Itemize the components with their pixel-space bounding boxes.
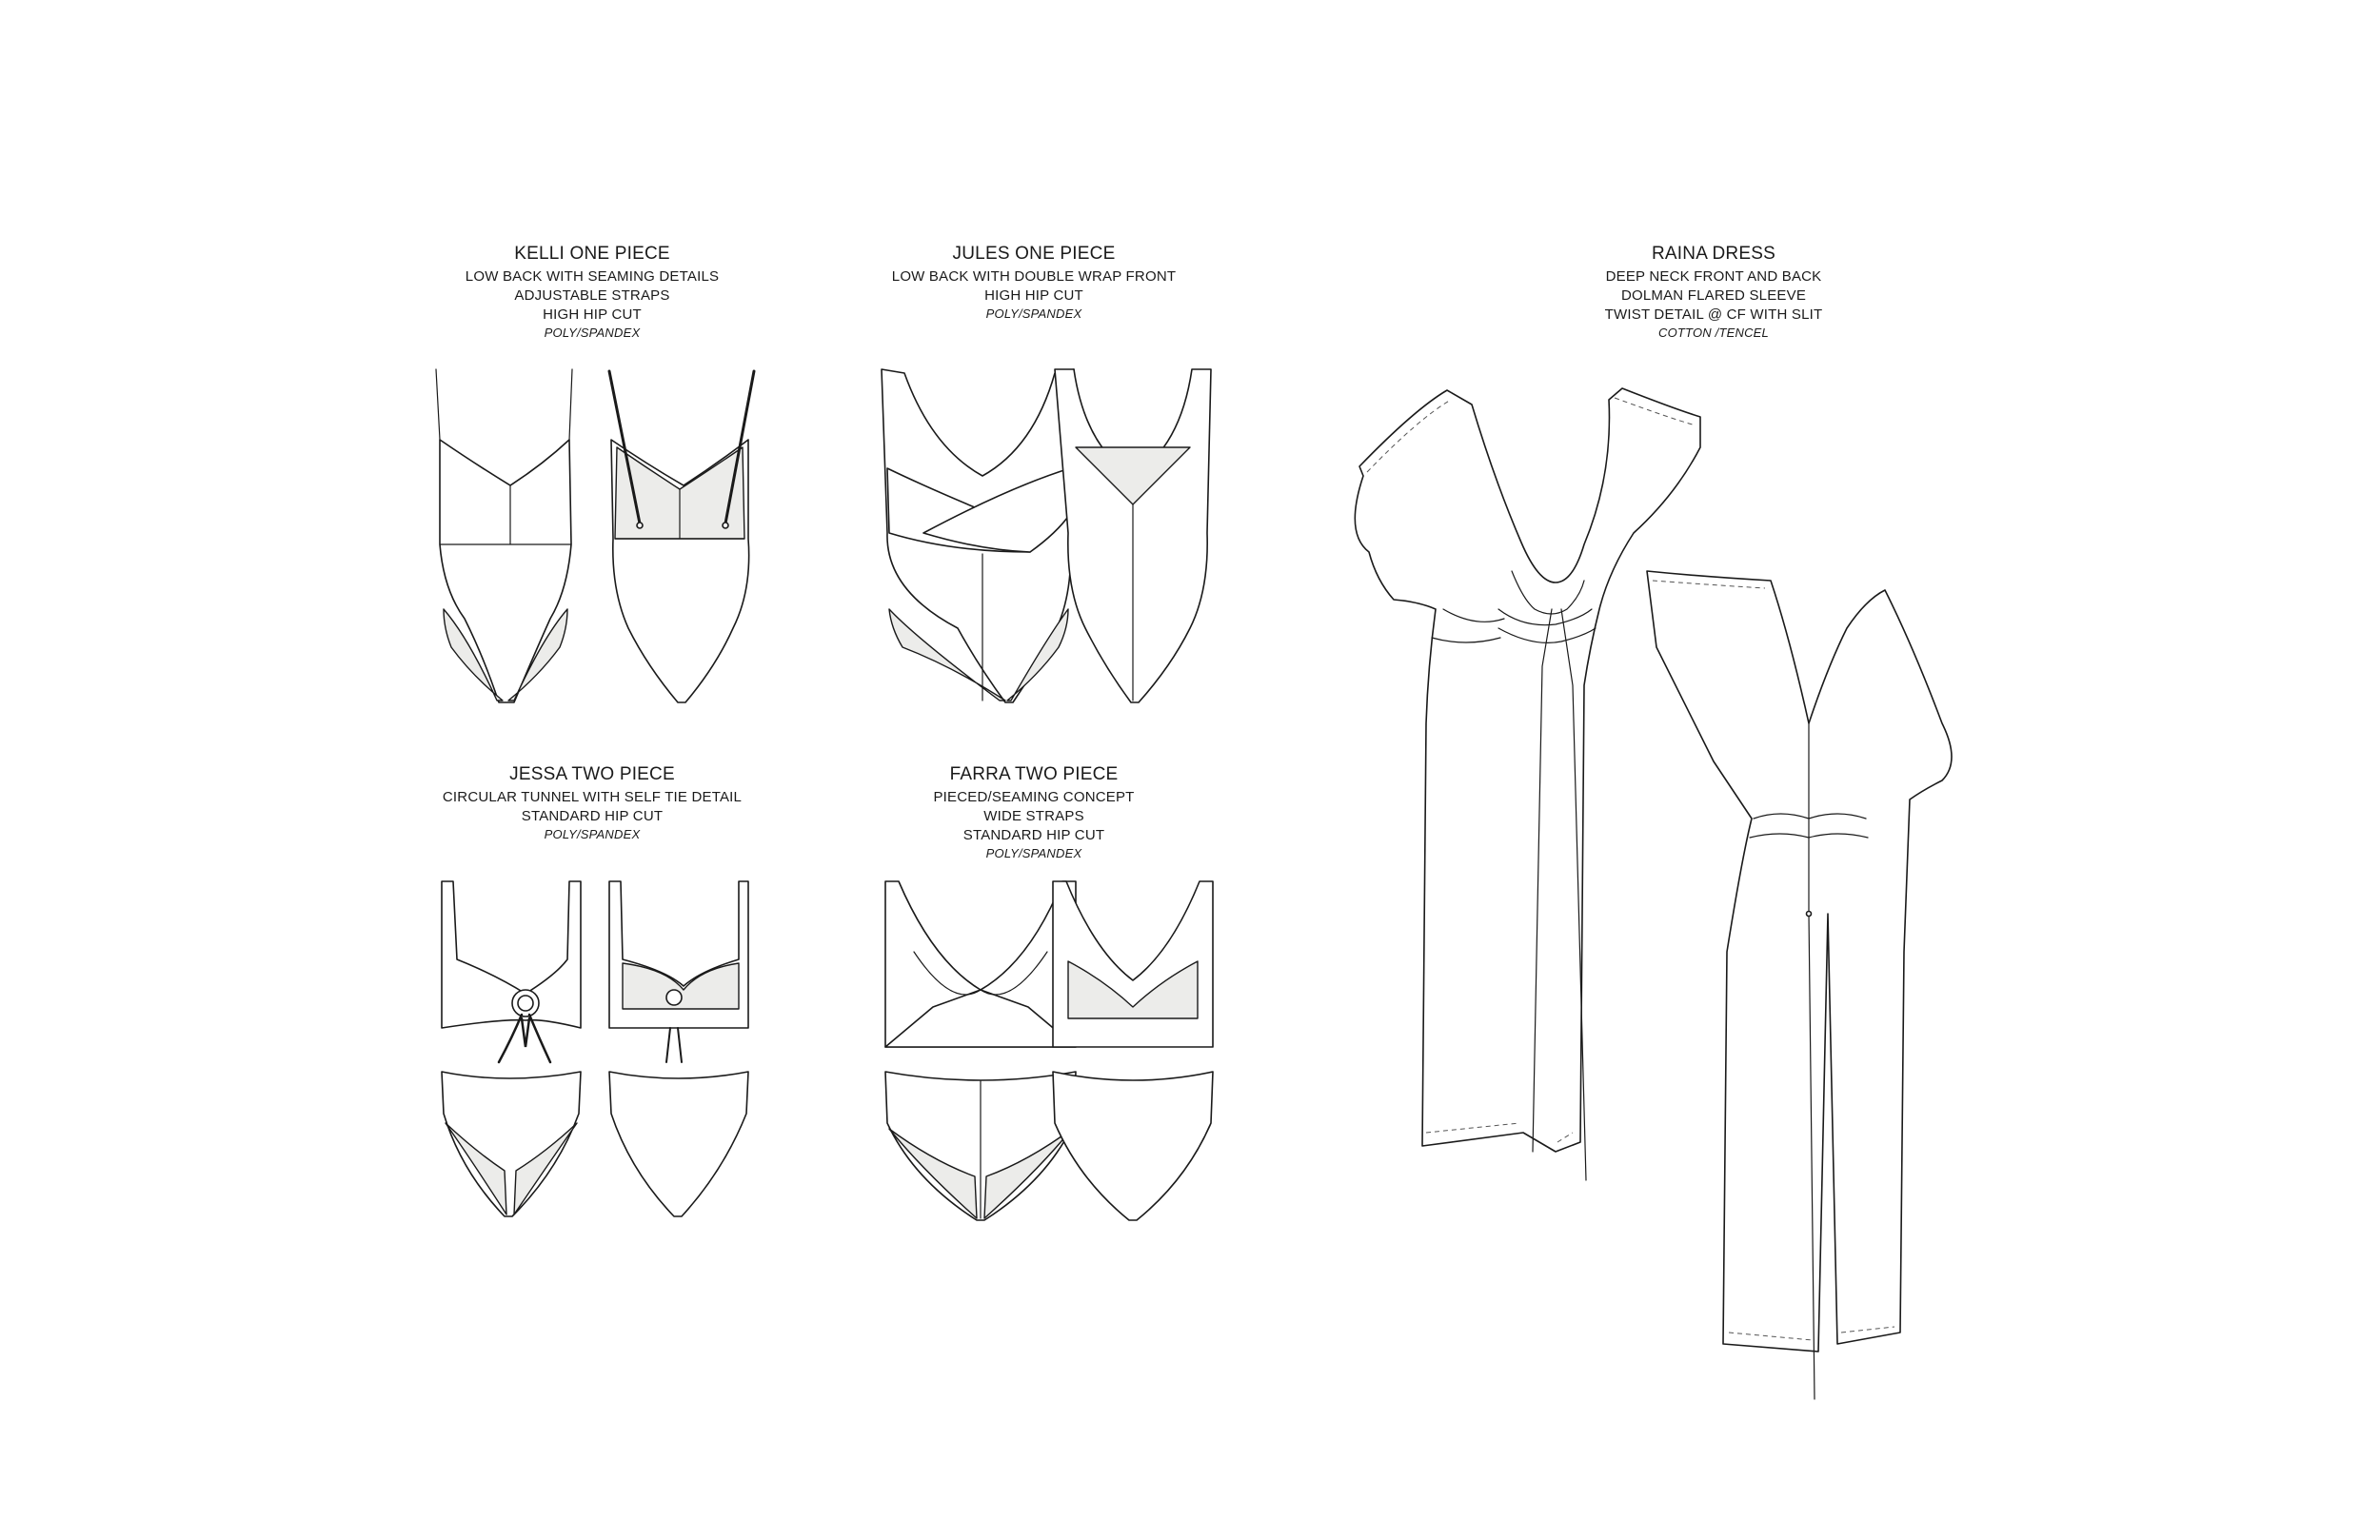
caption-material: POLY/SPANDEX — [544, 326, 641, 340]
caption-line: CIRCULAR TUNNEL WITH SELF TIE DETAIL — [442, 789, 743, 805]
caption-line: ADJUSTABLE STRAPS — [514, 287, 670, 304]
caption-jules: JULES ONE PIECE LOW BACK WITH DOUBLE WRA… — [892, 243, 1176, 323]
jessa-bottom-back-sketch — [608, 1071, 749, 1217]
caption-line: LOW BACK WITH DOUBLE WRAP FRONT — [891, 268, 1177, 285]
farra-bottom-front-sketch — [884, 1071, 1077, 1221]
caption-line: DOLMAN FLARED SLEEVE — [1620, 287, 1807, 304]
caption-material: POLY/SPANDEX — [985, 306, 1082, 321]
caption-raina: RAINA DRESS DEEP NECK FRONT AND BACK DOL… — [1605, 243, 1823, 342]
jules-back-sketch — [1054, 368, 1212, 703]
caption-line: HIGH HIP CUT — [543, 306, 642, 323]
jessa-top-back-sketch — [608, 880, 749, 1063]
caption-line: STANDARD HIP CUT — [962, 827, 1105, 843]
farra-top-back-sketch — [1052, 880, 1214, 1048]
caption-material: POLY/SPANDEX — [544, 827, 641, 841]
caption-line: HIGH HIP CUT — [984, 287, 1083, 304]
caption-jessa: JESSA TWO PIECE CIRCULAR TUNNEL WITH SEL… — [443, 763, 742, 843]
caption-material: POLY/SPANDEX — [985, 846, 1082, 860]
caption-title: KELLI ONE PIECE — [514, 244, 670, 264]
caption-title: RAINA DRESS — [1652, 244, 1775, 264]
caption-line: PIECED/SEAMING CONCEPT — [933, 789, 1135, 805]
kelli-front-sketch — [435, 368, 573, 703]
caption-title: JESSA TWO PIECE — [509, 764, 675, 784]
kelli-back-sketch — [607, 369, 756, 703]
jessa-bottom-front-sketch — [441, 1071, 582, 1217]
raina-front-sketch — [1354, 387, 1701, 1181]
caption-material: COTTON /TENCEL — [1658, 326, 1769, 340]
jules-front-sketch — [881, 368, 1075, 703]
caption-line: DEEP NECK FRONT AND BACK — [1605, 268, 1822, 285]
caption-line: STANDARD HIP CUT — [521, 808, 664, 824]
caption-line: LOW BACK WITH SEAMING DETAILS — [465, 268, 720, 285]
caption-line: TWIST DETAIL @ CF WITH SLIT — [1604, 306, 1823, 323]
farra-top-front-sketch — [884, 880, 1077, 1048]
caption-farra: FARRA TWO PIECE PIECED/SEAMING CONCEPT W… — [933, 763, 1134, 862]
caption-title: JULES ONE PIECE — [952, 244, 1116, 264]
caption-kelli: KELLI ONE PIECE LOW BACK WITH SEAMING DE… — [466, 243, 719, 342]
raina-back-sketch — [1646, 570, 1953, 1400]
farra-bottom-back-sketch — [1052, 1071, 1214, 1221]
caption-title: FARRA TWO PIECE — [949, 764, 1119, 784]
caption-line: WIDE STRAPS — [983, 808, 1084, 824]
jessa-top-front-sketch — [441, 880, 582, 1064]
